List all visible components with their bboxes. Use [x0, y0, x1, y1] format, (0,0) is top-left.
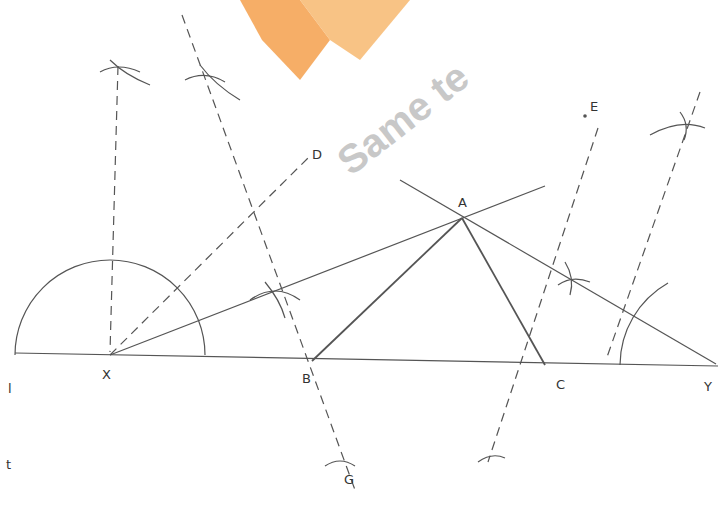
dashed-construction-lines	[110, 15, 700, 490]
point-label: B	[302, 372, 311, 385]
point-label: C	[556, 378, 565, 391]
watermark-logo	[240, 0, 410, 80]
margin-mark: l	[8, 382, 12, 395]
watermark-text: Same te	[330, 56, 476, 182]
points	[583, 114, 587, 118]
point-label: E	[590, 100, 598, 113]
point-label: A	[458, 196, 467, 209]
point-label: D	[312, 148, 322, 161]
margin-mark: t	[6, 458, 11, 471]
point-label: G	[344, 473, 354, 486]
point-label: Y	[704, 380, 712, 393]
point-label: X	[102, 368, 111, 381]
